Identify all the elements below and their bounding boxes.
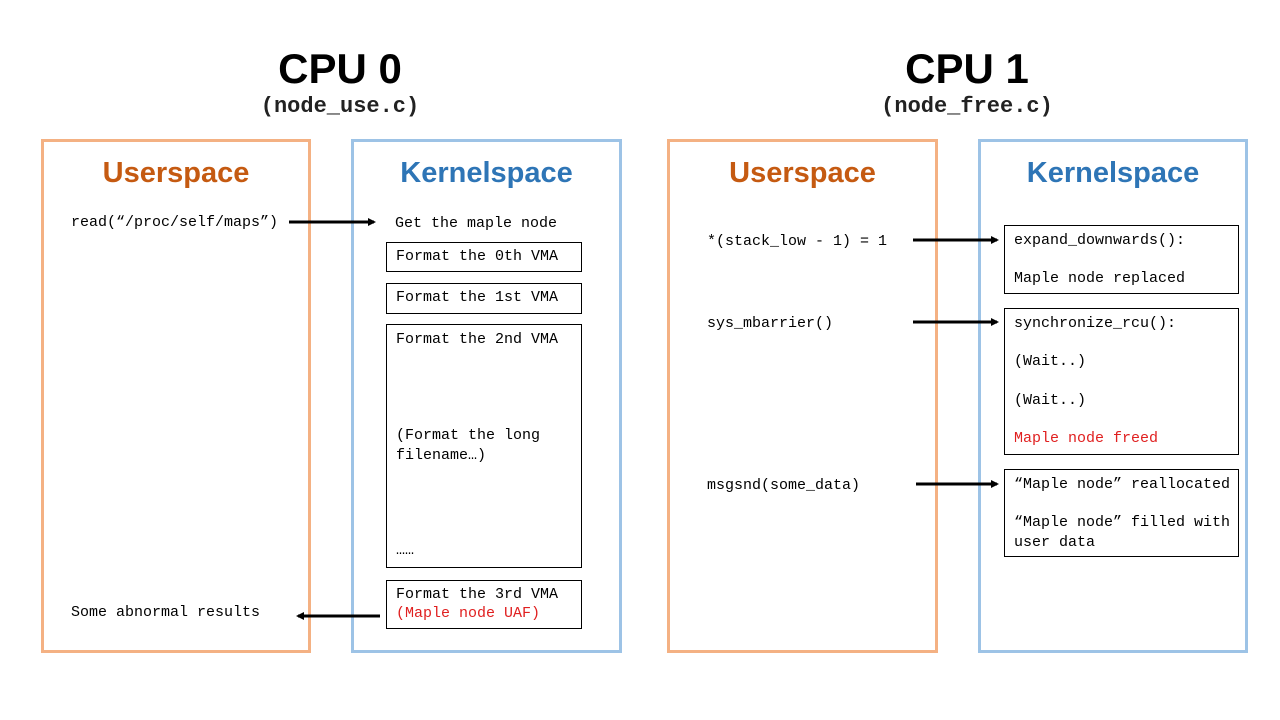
maple-node-filled-label: “Maple node” filled with: [1014, 514, 1231, 531]
expand-downwards-label: expand_downwards():: [1014, 232, 1186, 249]
user-data-label: user data: [1014, 534, 1096, 551]
cpu0-title: CPU 0: [278, 45, 402, 92]
maple-node-replaced-label: Maple node replaced: [1014, 270, 1186, 287]
vma2-label: Format the 2nd VMA: [396, 331, 559, 348]
vma1-box: Format the 1st VMA: [386, 283, 582, 314]
cpu0-subtitle: (node_use.c): [260, 94, 420, 119]
cpu1-stack-write: *(stack_low - 1) = 1: [707, 233, 888, 250]
cpu0-userspace-panel: Userspace read(“/proc/self/maps”) Some a…: [41, 139, 311, 653]
cpu0-userspace-title: Userspace: [102, 157, 250, 189]
wait-label-2: (Wait..): [1014, 392, 1087, 409]
vma3-label: Format the 3rd VMA: [396, 586, 559, 603]
realloc-box: “Maple node” reallocated “Maple node” fi…: [1004, 469, 1239, 557]
expand-downwards-box: expand_downwards(): Maple node replaced: [1004, 225, 1239, 294]
maple-node-freed-label: Maple node freed: [1014, 430, 1159, 447]
cpu1-userspace-title: Userspace: [729, 157, 876, 189]
maple-node-reallocated-label: “Maple node” reallocated: [1014, 476, 1231, 493]
vma2-long-filename-line1: (Format the long: [396, 427, 541, 444]
cpu1-title: CPU 1: [905, 45, 1029, 92]
vma0-box: Format the 0th VMA: [386, 242, 582, 272]
cpu0-read-call: read(“/proc/self/maps”): [71, 214, 279, 231]
cpu1-subtitle: (node_free.c): [881, 94, 1053, 119]
cpu1-sys-mbarrier: sys_mbarrier(): [707, 315, 834, 332]
vma1-label: Format the 1st VMA: [396, 289, 559, 306]
vma0-label: Format the 0th VMA: [396, 248, 559, 265]
cpu1-msgsnd: msgsnd(some_data): [707, 477, 861, 494]
vma3-box: Format the 3rd VMA (Maple node UAF): [386, 580, 582, 629]
vma3-uaf-label: (Maple node UAF): [396, 605, 541, 622]
wait-label-1: (Wait..): [1014, 353, 1087, 370]
synchronize-rcu-box: synchronize_rcu(): (Wait..) (Wait..) Map…: [1004, 308, 1239, 455]
vma2-box: Format the 2nd VMA (Format the long file…: [386, 324, 582, 568]
synchronize-rcu-label: synchronize_rcu():: [1014, 315, 1177, 332]
cpu0-abnormal-result: Some abnormal results: [71, 604, 261, 621]
cpu0-kernelspace-title: Kernelspace: [400, 157, 573, 189]
cpu0-get-maple-node: Get the maple node: [395, 215, 558, 232]
cpu1-userspace-panel: Userspace *(stack_low - 1) = 1 sys_mbarr…: [667, 139, 938, 653]
vma2-long-filename-line2: filename…): [396, 447, 487, 464]
cpu1-kernelspace-title: Kernelspace: [1026, 157, 1200, 189]
vma2-ellipsis: ……: [396, 542, 415, 559]
